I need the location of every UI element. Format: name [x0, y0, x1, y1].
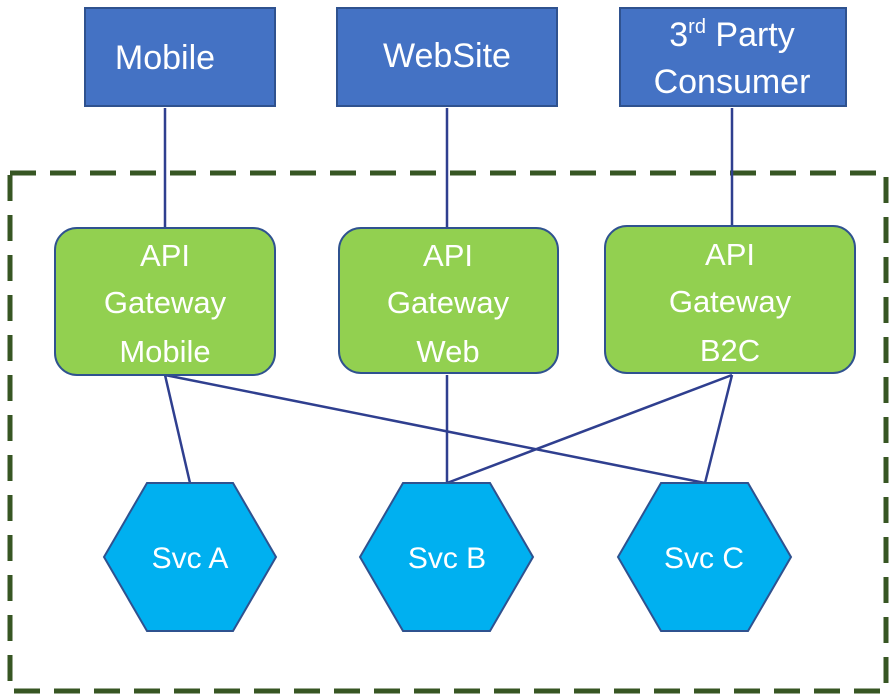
service-c-hexagon — [616, 482, 793, 632]
service-b-hexagon — [358, 482, 535, 632]
service-a-label: Svc A — [152, 542, 229, 575]
connectors — [163, 108, 734, 485]
gateway-web: API Gateway Web — [338, 227, 559, 374]
service-a: Svc A — [102, 482, 278, 632]
service-b: Svc B — [358, 482, 535, 632]
client-third-party-label-line1: 3rd Party — [669, 16, 795, 54]
connector-gateway-b2c-to-svc-b — [446, 373, 733, 485]
gateway-mobile-line1: API — [140, 238, 190, 273]
client-mobile: Mobile — [84, 7, 276, 107]
client-mobile-label: Mobile — [115, 39, 215, 77]
gateway-mobile-line2: Gateway — [104, 285, 227, 320]
client-website-label: WebSite — [383, 37, 511, 75]
gateway-b2c-line1: API — [705, 237, 755, 272]
gateway-web-box — [338, 227, 559, 374]
client-website: WebSite — [336, 7, 558, 107]
gateway-b2c-line2: Gateway — [669, 284, 792, 319]
client-mobile-box — [84, 7, 276, 107]
gateway-b2c-line3: B2C — [700, 333, 760, 368]
third-party-word: Party — [706, 16, 795, 54]
service-c: Svc C — [616, 482, 793, 632]
gateway-mobile-box — [54, 227, 276, 376]
gateway-mobile: API Gateway Mobile — [54, 227, 276, 376]
gateway-web-line1: API — [423, 238, 473, 273]
gateway-mobile-line3: Mobile — [119, 334, 210, 369]
service-b-label: Svc B — [408, 542, 486, 575]
service-a-hexagon — [102, 482, 278, 632]
connector-gateway-mobile-to-svc-c — [164, 373, 706, 485]
gateway-b2c: API Gateway B2C — [604, 225, 856, 374]
gateway-b2c-box — [604, 225, 856, 374]
gateway-boundary — [7, 170, 889, 694]
connector-gateway-mobile-to-svc-a — [163, 374, 192, 484]
client-third-party-label-line2: Consumer — [654, 63, 811, 101]
connector-gateway-b2c-to-svc-c — [703, 374, 734, 484]
client-third-party-box — [619, 7, 847, 107]
client-third-party: 3rd Party Consumer — [619, 7, 847, 107]
gateway-web-line2: Gateway — [387, 285, 510, 320]
client-website-box — [336, 7, 558, 107]
third-party-superscript: rd — [688, 16, 706, 38]
gateway-web-line3: Web — [416, 334, 479, 369]
third-party-prefix: 3 — [669, 16, 688, 54]
service-c-label: Svc C — [664, 542, 744, 575]
